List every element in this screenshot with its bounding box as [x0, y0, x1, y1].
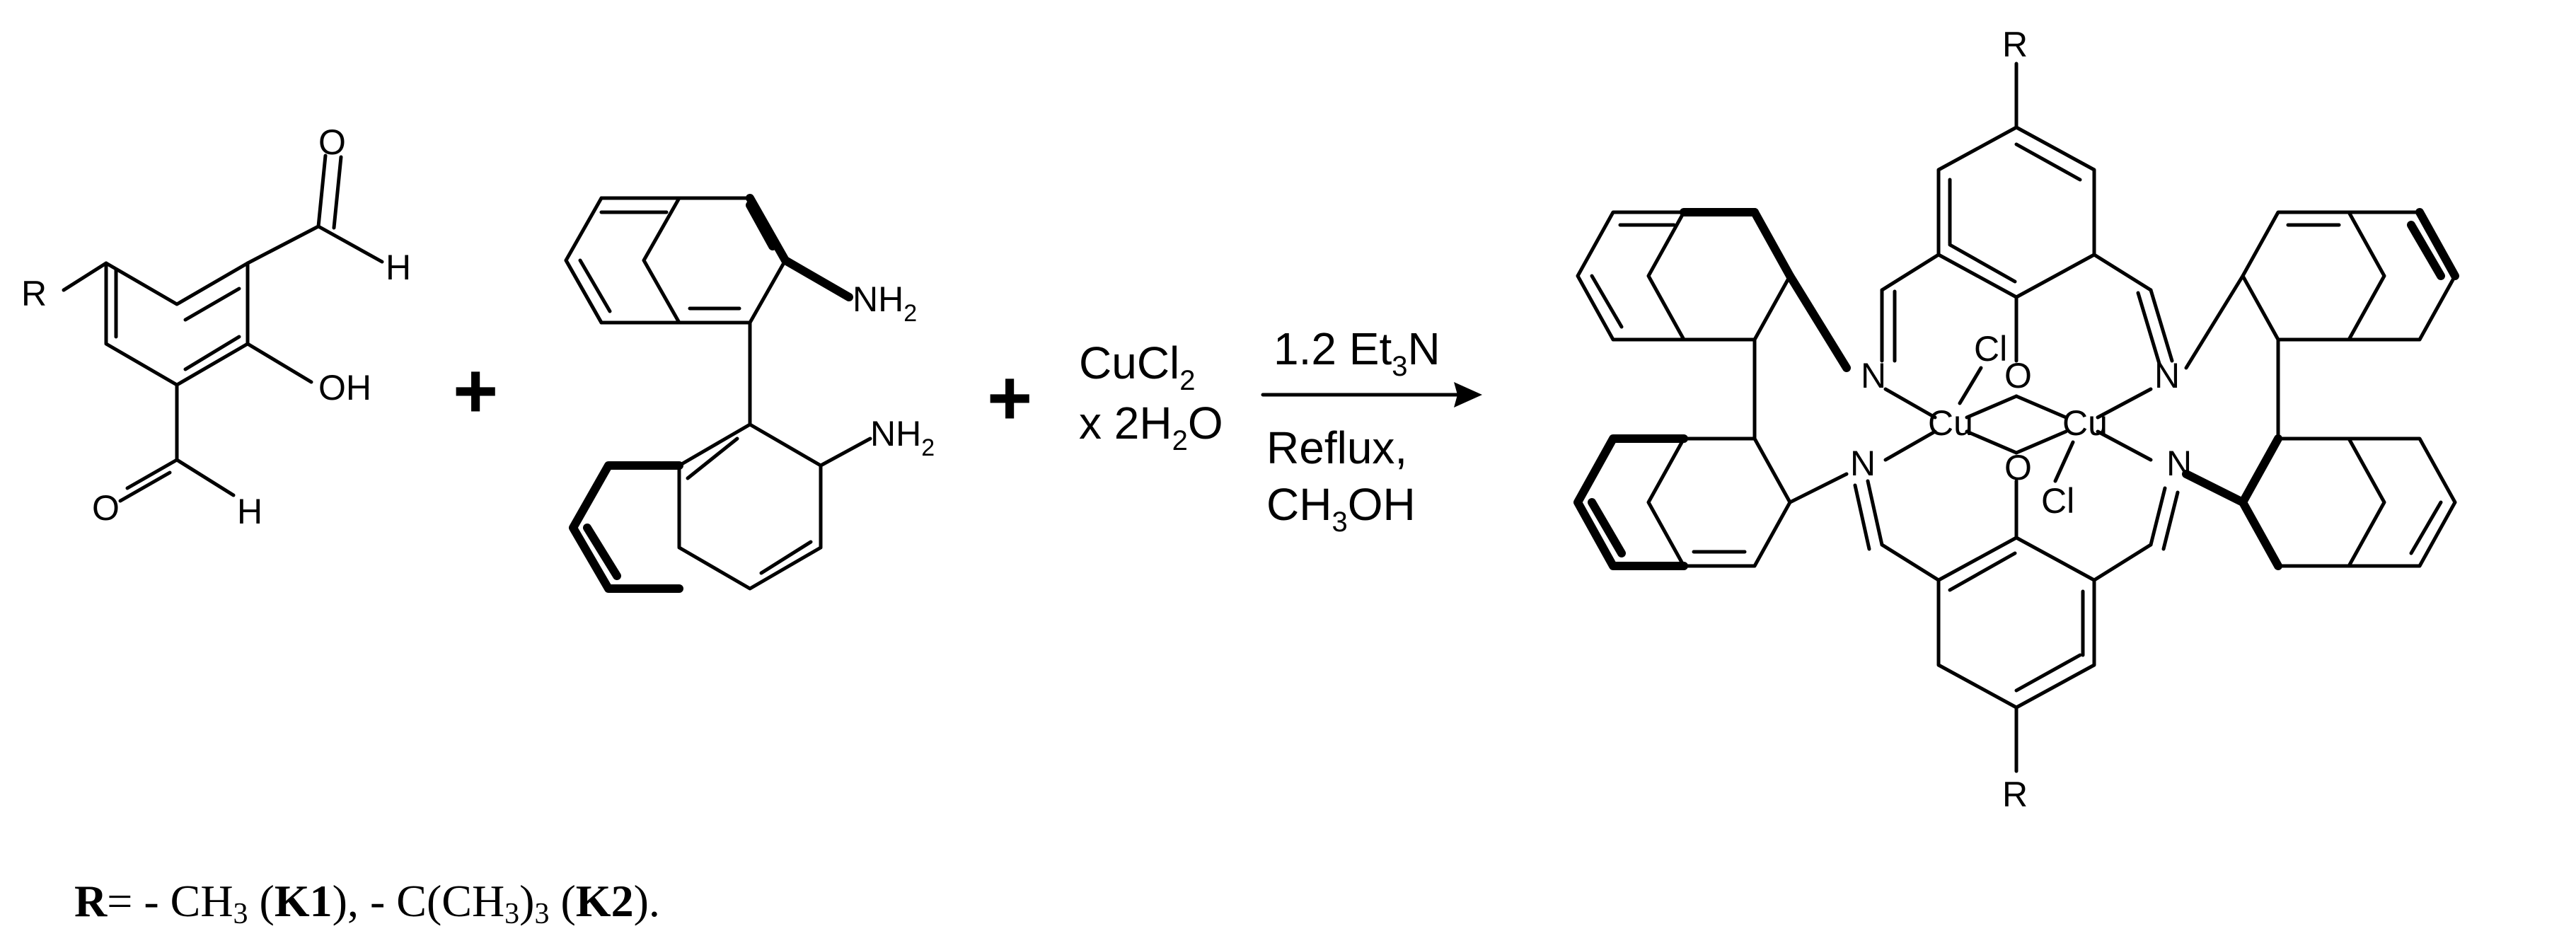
hydroxyl-label: OH [318, 368, 371, 407]
imine-n-top-left: N [1861, 356, 1886, 395]
amine-label-bottom: NH2 [870, 414, 935, 461]
aldehyde-h-bottom: H [237, 492, 262, 531]
imine-n-bottom-left: N [1850, 444, 1876, 483]
reactant-binam [564, 194, 872, 593]
r-label-product-top: R [2002, 25, 2028, 64]
phenoxide-o-bottom: O [2004, 448, 2032, 487]
aldehyde-o-top: O [318, 122, 346, 162]
copper-right: Cu [2062, 403, 2108, 443]
condition-solvent: CH3OH [1266, 479, 1416, 538]
condition-base: 1.2 Et3N [1273, 323, 1440, 382]
reagent-cucl2: CuCl2 [1079, 337, 1196, 396]
r-label-product-bottom: R [2002, 775, 2028, 814]
chloride-top: Cl [1974, 329, 2007, 369]
reagent-hydrate: x 2H2O [1079, 398, 1223, 456]
product-complex [1573, 62, 2459, 773]
reactant-dialdehyde [62, 154, 384, 503]
amine-label-top: NH2 [853, 279, 917, 327]
plus-sign-2: + [987, 354, 1032, 441]
r-label-reactant: R [21, 274, 47, 313]
aldehyde-o-bottom: O [92, 488, 120, 528]
imine-n-bottom-right: N [2166, 444, 2192, 483]
plus-sign-1: + [453, 347, 498, 434]
chloride-bottom: Cl [2041, 481, 2074, 521]
copper-left: Cu [1928, 403, 1973, 443]
aldehyde-h-top: H [386, 248, 411, 287]
imine-n-top-right: N [2154, 356, 2180, 395]
condition-reflux: Reflux, [1266, 422, 1407, 473]
substituent-legend: R= - CH3 (K1), - C(CH3)3 (K2). [74, 876, 660, 930]
phenoxide-o-top: O [2004, 356, 2032, 395]
reaction-arrow [1261, 382, 1482, 407]
